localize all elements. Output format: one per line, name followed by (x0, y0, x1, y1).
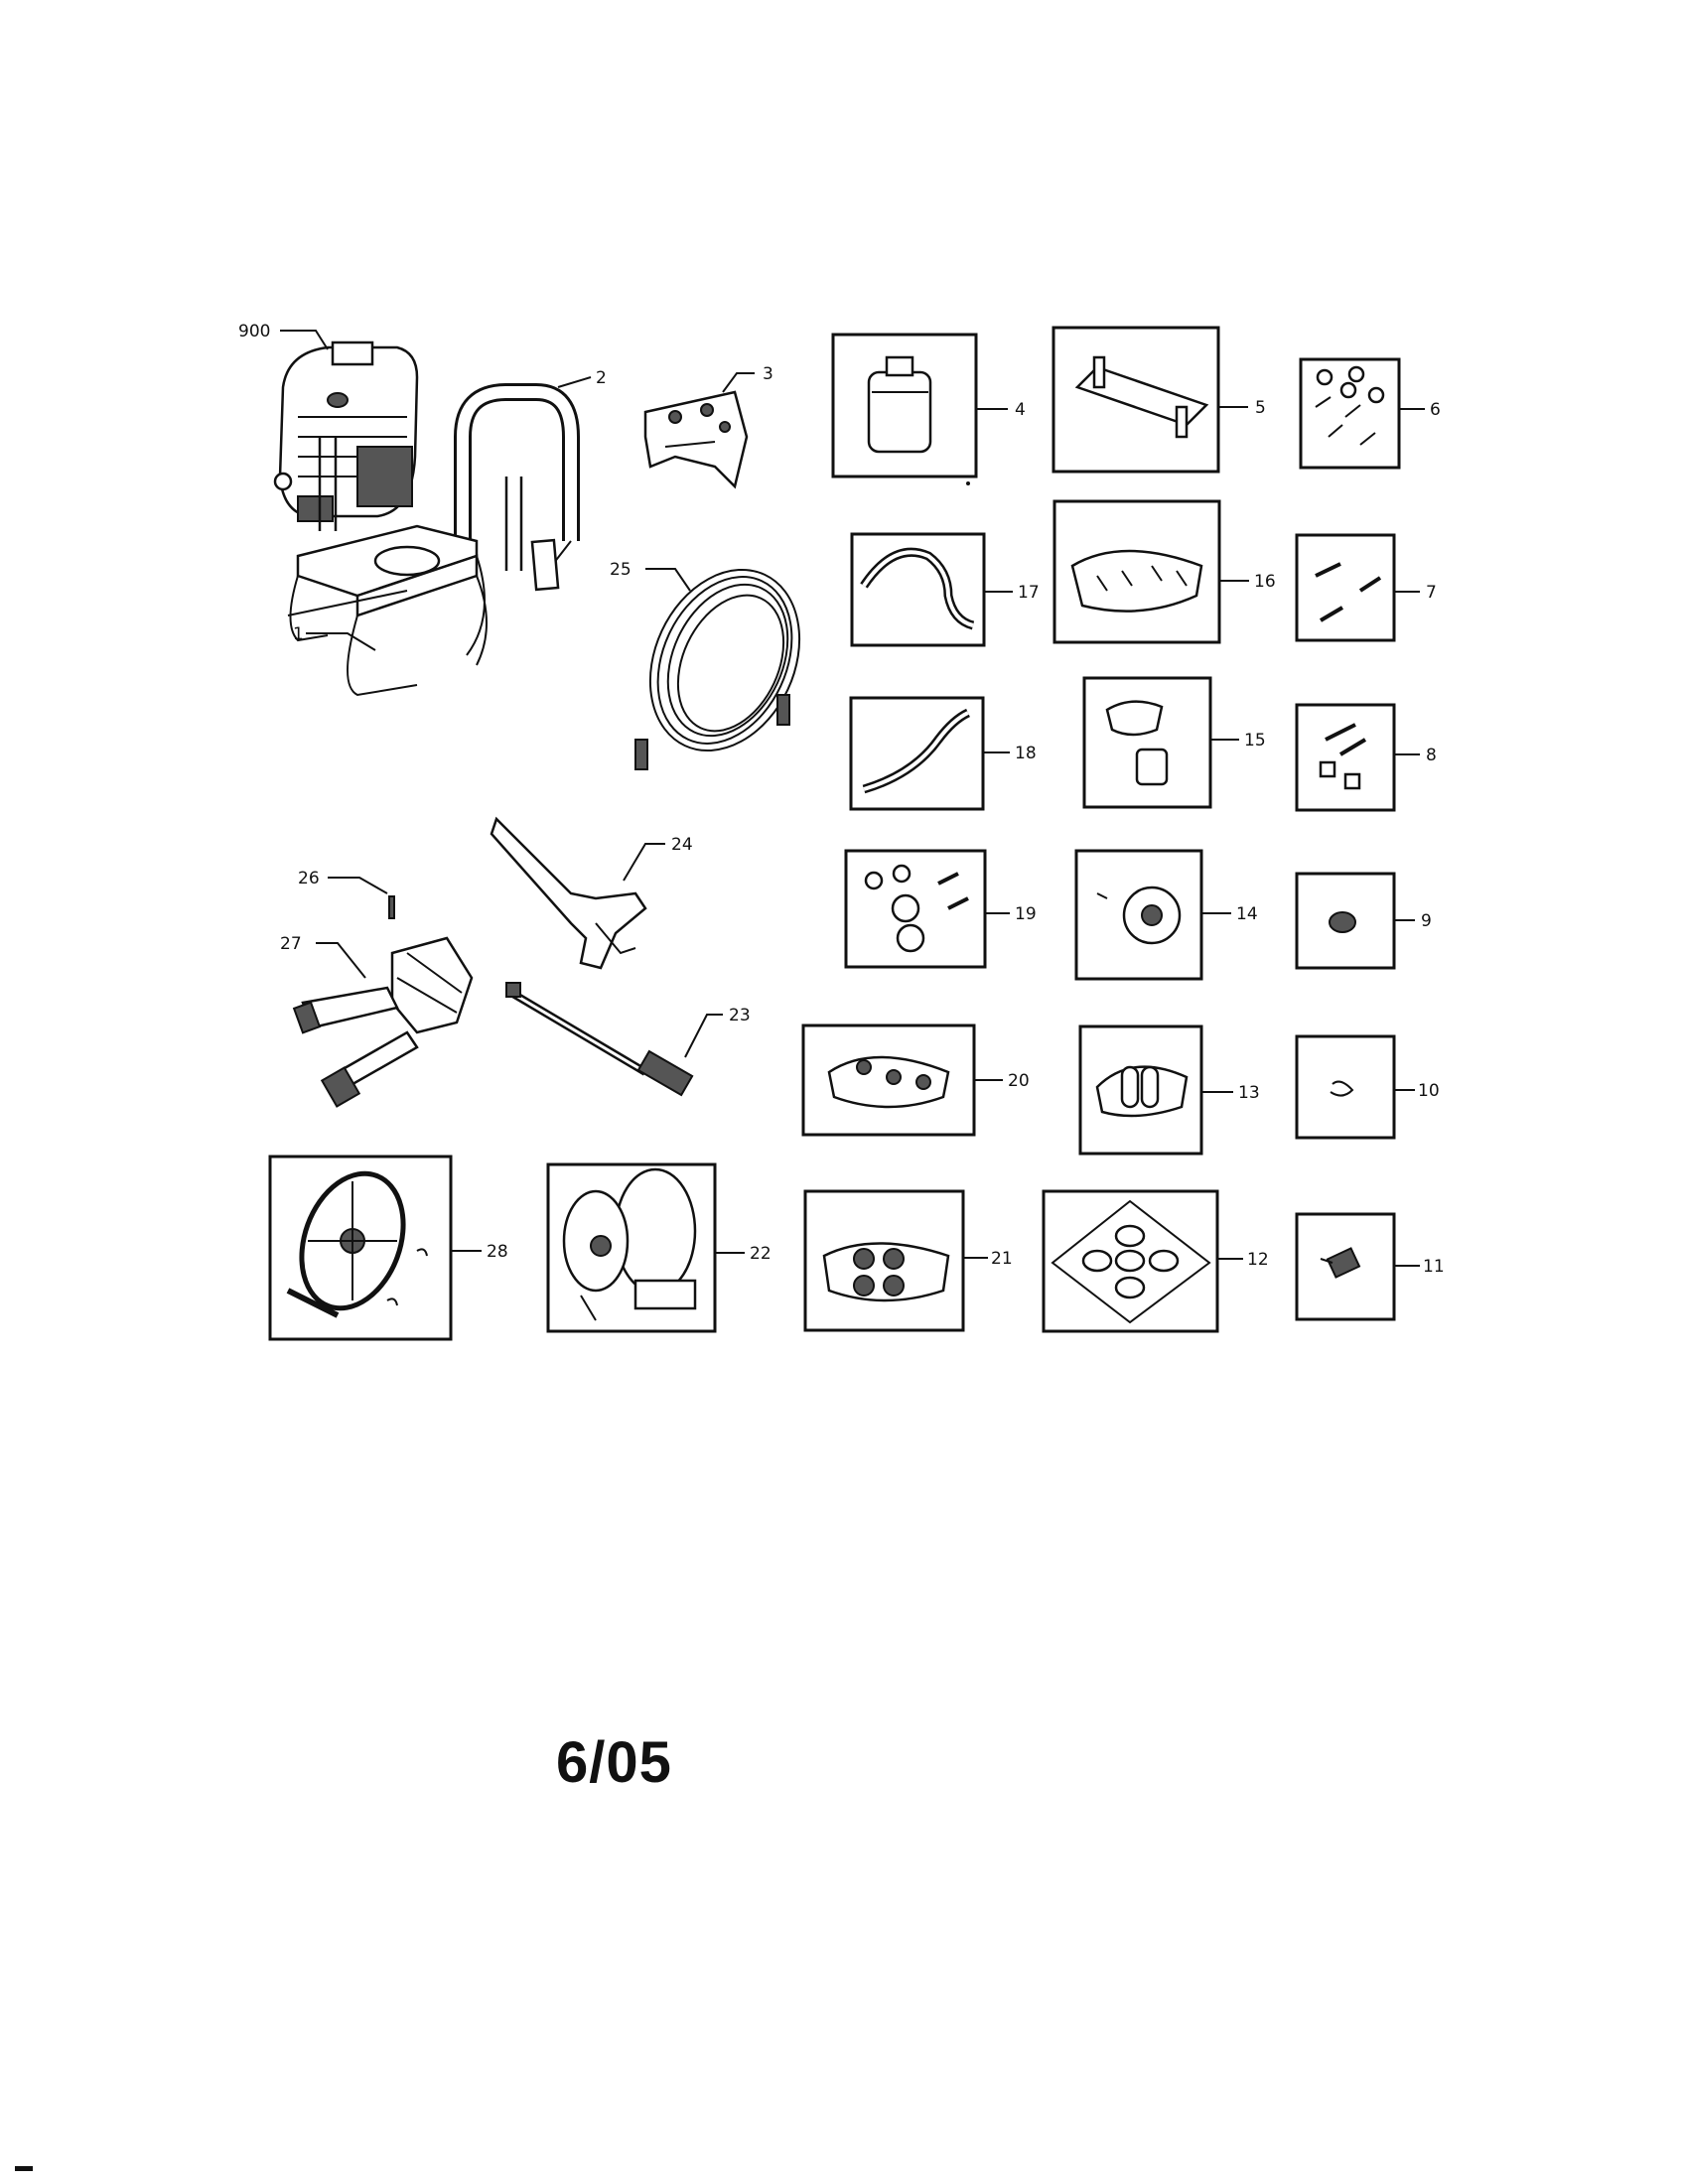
callout-9: 9 (1421, 911, 1432, 931)
scan-speck (966, 481, 970, 485)
part-23-wand[interactable] (505, 982, 694, 1097)
callout-2: 2 (596, 368, 607, 388)
callout-10: 10 (1418, 1081, 1440, 1101)
callout-24: 24 (671, 835, 693, 855)
callout-14: 14 (1236, 904, 1258, 924)
part-21-kit[interactable] (803, 1189, 965, 1332)
callout-1: 1 (293, 624, 304, 644)
part-14-knob[interactable] (1074, 849, 1203, 981)
part-6-hardware[interactable] (1299, 357, 1401, 470)
part-24-spray-gun[interactable] (490, 816, 647, 970)
callout-26: 26 (298, 869, 320, 888)
callout-19: 19 (1015, 904, 1037, 924)
callout-20: 20 (1008, 1071, 1030, 1091)
callout-23: 23 (729, 1006, 751, 1025)
callout-7: 7 (1426, 583, 1437, 603)
callout-15: 15 (1244, 731, 1266, 751)
part-26-pin[interactable] (388, 895, 395, 919)
callout-17: 17 (1018, 583, 1040, 603)
callout-13: 13 (1238, 1083, 1260, 1103)
callout-28: 28 (487, 1242, 508, 1262)
part-9-cap[interactable] (1295, 872, 1396, 970)
callout-16: 16 (1254, 572, 1276, 592)
date-code: 6/05 (556, 1730, 672, 1795)
callout-25: 25 (610, 560, 632, 580)
callout-8: 8 (1426, 746, 1437, 765)
part-4-bottle[interactable] (831, 333, 978, 478)
part-8-hardware[interactable] (1295, 703, 1396, 812)
part-17-tube[interactable] (850, 532, 986, 647)
callout-27: 27 (280, 934, 302, 954)
part-28-wheel[interactable] (268, 1155, 453, 1341)
part-900-engine[interactable] (273, 341, 419, 522)
part-3-bracket[interactable] (643, 390, 749, 489)
part-25-hose[interactable] (622, 545, 827, 774)
part-7-bolts[interactable] (1295, 533, 1396, 642)
part-15-kit[interactable] (1082, 676, 1212, 809)
callout-21: 21 (991, 1249, 1013, 1269)
part-16-kit[interactable] (1052, 499, 1221, 644)
part-10-clip[interactable] (1295, 1034, 1396, 1140)
callout-4: 4 (1015, 400, 1026, 420)
part-11-fitting[interactable] (1295, 1212, 1396, 1321)
part-27-pump[interactable] (292, 936, 474, 1108)
part-19-wheel-kit[interactable] (844, 849, 987, 969)
scan-mark (15, 2166, 33, 2171)
part-20-nozzle-kit[interactable] (801, 1024, 976, 1137)
part-2-handle[interactable] (454, 383, 580, 592)
callout-18: 18 (1015, 744, 1037, 763)
part-22-reel[interactable] (546, 1162, 717, 1333)
part-18-tube[interactable] (849, 696, 985, 811)
part-5-tray[interactable] (1052, 326, 1220, 474)
part-1-frame[interactable] (287, 437, 523, 697)
callout-900: 900 (238, 322, 270, 341)
callout-5: 5 (1255, 398, 1266, 418)
part-12-o-rings[interactable] (1042, 1189, 1219, 1333)
part-13-kit[interactable] (1078, 1024, 1203, 1156)
callout-12: 12 (1247, 1250, 1269, 1270)
callout-3: 3 (763, 364, 773, 384)
callout-11: 11 (1423, 1257, 1445, 1277)
callout-22: 22 (750, 1244, 772, 1264)
callout-6: 6 (1430, 400, 1441, 420)
